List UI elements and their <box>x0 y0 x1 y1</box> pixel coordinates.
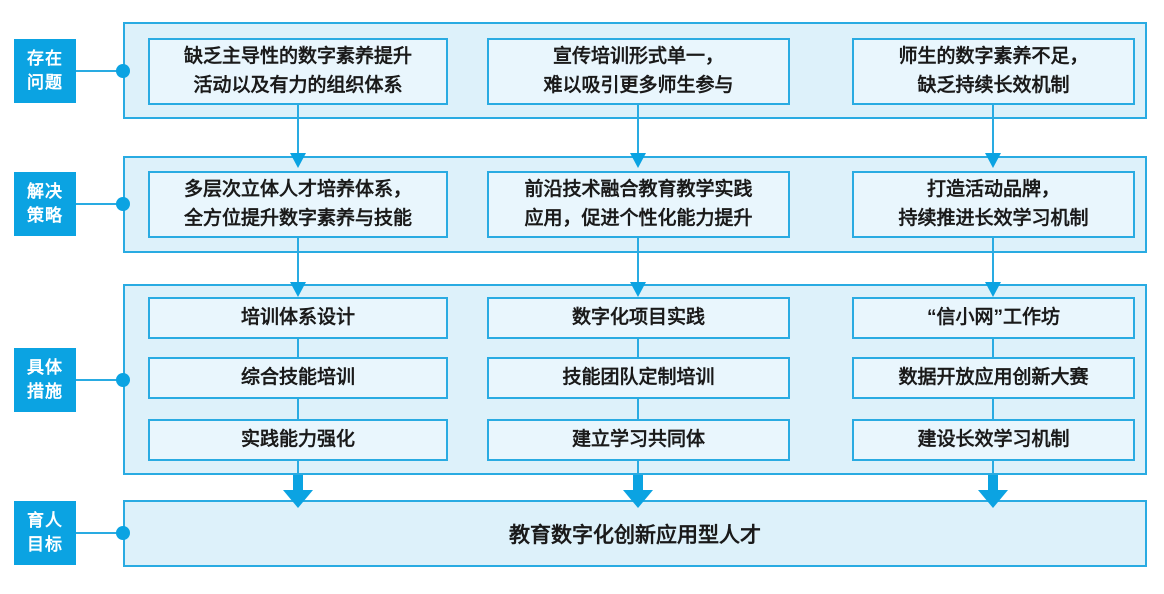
measure-box-2-3: 建立学习共同体 <box>487 419 790 461</box>
measure-link-line <box>637 461 639 475</box>
arrow-line <box>297 105 299 154</box>
label-connector-line <box>76 203 123 205</box>
measure-box-1-3: 实践能力强化 <box>148 419 448 461</box>
box-text-line: 活动以及有力的组织体系 <box>193 74 403 96</box>
strategy-box-1: 多层次立体人才培养体系， 全方位提升数字素养与技能 <box>148 171 448 238</box>
strategy-box-2: 前沿技术融合教育教学实践 应用，促进个性化能力提升 <box>487 171 790 238</box>
label-connector-line <box>76 70 123 72</box>
label-text: 育人 <box>27 511 63 531</box>
measure-link-line <box>992 339 994 357</box>
measure-link-line <box>297 399 299 419</box>
measure-link-line <box>637 399 639 419</box>
arrow-down-icon <box>985 153 1001 168</box>
measure-box-1-1: 培训体系设计 <box>148 297 448 339</box>
connector-dot-icon <box>116 64 130 78</box>
block-arrow-stem <box>988 475 998 491</box>
box-text-line: 应用，促进个性化能力提升 <box>524 207 753 229</box>
label-text: 策略 <box>27 206 63 225</box>
block-arrow-down-icon <box>283 490 313 508</box>
strategy-box-3: 打造活动品牌， 持续推进长效学习机制 <box>852 171 1135 238</box>
measure-box-1-2: 综合技能培训 <box>148 357 448 399</box>
measure-box-3-2: 数据开放应用创新大赛 <box>852 357 1135 399</box>
box-text-line: 前沿技术融合教育教学实践 <box>524 179 753 200</box>
measure-link-line <box>992 461 994 475</box>
arrow-down-icon <box>985 282 1001 297</box>
goal-label: 教育数字化创新应用型人才 <box>509 523 761 547</box>
problem-box-3: 师生的数字素养不足， 缺乏持续长效机制 <box>852 38 1135 105</box>
row-label-strategies: 解决 策略 <box>14 172 76 236</box>
box-text-line: 培训体系设计 <box>240 306 355 328</box>
box-text-line: 多层次立体人才培养体系， <box>183 179 412 200</box>
box-text-line: 缺乏持续长效机制 <box>917 74 1070 96</box>
label-connector-line <box>76 379 123 381</box>
box-text-line: 建立学习共同体 <box>571 428 705 450</box>
arrow-down-icon <box>630 153 646 168</box>
label-text: 目标 <box>27 535 63 554</box>
arrow-line <box>992 105 994 154</box>
box-text-line: 全方位提升数字素养与技能 <box>183 207 412 229</box>
block-arrow-down-icon <box>978 490 1008 508</box>
box-text-line: “信小网”工作坊 <box>926 306 1060 328</box>
block-arrow-stem <box>293 475 303 491</box>
box-text-line: 师生的数字素养不足， <box>898 46 1089 67</box>
measure-box-2-1: 数字化项目实践 <box>487 297 790 339</box>
measure-box-3-3: 建设长效学习机制 <box>852 419 1135 461</box>
box-text-line: 打造活动品牌， <box>926 179 1060 200</box>
connector-dot-icon <box>116 373 130 387</box>
block-arrow-down-icon <box>623 490 653 508</box>
box-text-line: 技能团队定制培训 <box>562 366 715 388</box>
arrow-down-icon <box>630 282 646 297</box>
label-text: 解决 <box>27 182 63 202</box>
problem-box-1: 缺乏主导性的数字素养提升 活动以及有力的组织体系 <box>148 38 448 105</box>
arrow-down-icon <box>290 282 306 297</box>
measure-link-line <box>637 339 639 357</box>
arrow-line <box>637 238 639 283</box>
row-label-measures: 具体 措施 <box>14 348 76 412</box>
box-text-line: 数字化项目实践 <box>571 306 705 328</box>
connector-dot-icon <box>116 526 130 540</box>
label-text: 存在 <box>27 49 63 69</box>
row-label-problems: 存在 问题 <box>14 39 76 103</box>
arrow-line <box>992 238 994 283</box>
measure-link-line <box>297 339 299 357</box>
problem-box-2: 宣传培训形式单一， 难以吸引更多师生参与 <box>487 38 790 105</box>
measure-box-2-2: 技能团队定制培训 <box>487 357 790 399</box>
connector-dot-icon <box>116 197 130 211</box>
measure-link-line <box>992 399 994 419</box>
row-label-goal: 育人 目标 <box>14 501 76 565</box>
box-text-line: 综合技能培训 <box>240 366 355 388</box>
box-text-line: 难以吸引更多师生参与 <box>543 74 734 96</box>
box-text-line: 数据开放应用创新大赛 <box>898 366 1089 388</box>
box-text-line: 宣传培训形式单一， <box>552 46 724 67</box>
box-text-line: 实践能力强化 <box>240 428 355 450</box>
arrow-line <box>637 105 639 154</box>
label-connector-line <box>76 532 123 534</box>
measure-link-line <box>297 461 299 475</box>
box-text-line: 持续推进长效学习机制 <box>898 207 1089 229</box>
box-text-line: 建设长效学习机制 <box>917 428 1070 450</box>
label-text: 问题 <box>27 73 63 92</box>
box-text-line: 缺乏主导性的数字素养提升 <box>183 46 412 67</box>
goal-text: 教育数字化创新应用型人才 <box>123 500 1147 567</box>
label-text: 具体 <box>27 358 63 378</box>
arrow-down-icon <box>290 153 306 168</box>
measure-box-3-1: “信小网”工作坊 <box>852 297 1135 339</box>
arrow-line <box>297 238 299 283</box>
block-arrow-stem <box>633 475 643 491</box>
label-text: 措施 <box>27 382 63 401</box>
